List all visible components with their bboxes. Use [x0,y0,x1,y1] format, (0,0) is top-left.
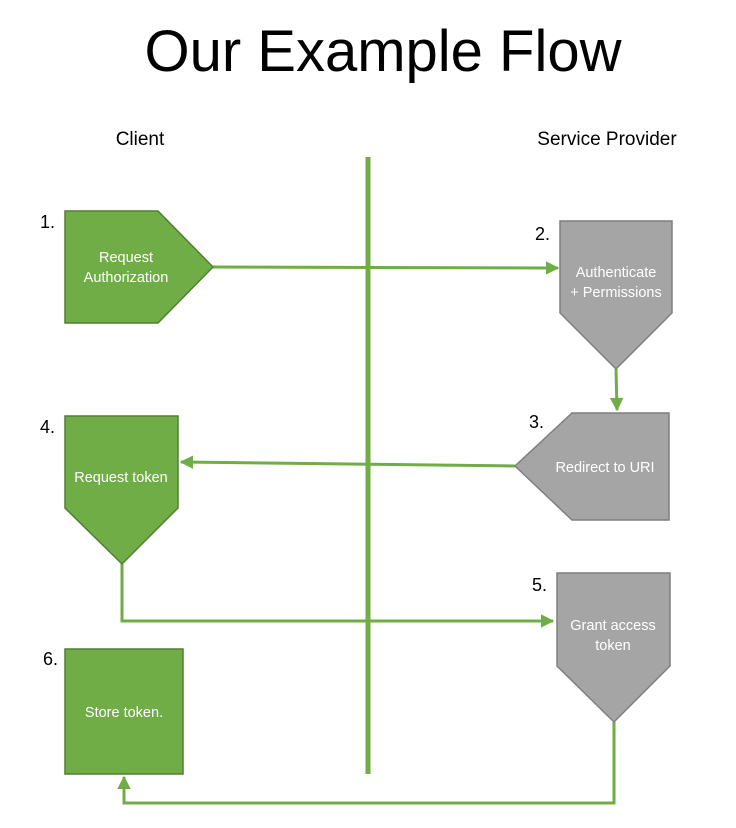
step-label: Authorization [84,270,169,286]
flow-step: 2. Authenticate + Permissions [535,220,673,371]
step-label: token [595,638,630,654]
diagram-title: Our Example Flow [144,19,622,84]
step-shape-pentagon-down [559,220,673,371]
connector-arrow [212,261,560,275]
step-shape-pentagon-left [513,412,670,521]
step-number: 5. [532,575,547,595]
connectors [117,261,624,805]
step-number: 6. [43,649,58,669]
step-label: Request token [74,470,168,486]
step-label: Grant access [570,618,655,634]
step-number: 3. [529,412,544,432]
step-number: 2. [535,224,550,244]
flow-step: 6. Store token. [43,648,184,775]
step-label: Redirect to URI [555,460,654,476]
step-shape-pentagon-down [64,415,179,566]
column-header-service-provider: Service Provider [537,129,677,150]
step-shape-rectangle [64,648,184,775]
step-label: Store token. [85,705,163,721]
step-number: 1. [40,212,55,232]
step-shape-pentagon-down [556,572,671,724]
step-label: Request [99,250,153,266]
column-header-client: Client [116,129,165,150]
flow-step: 5. Grant access token [532,572,671,724]
step-shape-pentagon-right [64,210,215,324]
connector-arrow [179,455,516,469]
connector-arrow [117,722,616,805]
connector-arrow [609,368,624,412]
step-number: 4. [40,417,55,437]
flow-step: 4. Request token [40,415,179,566]
step-label: Authenticate [576,265,657,281]
step-label: + Permissions [570,285,661,301]
connector-arrow [120,564,555,628]
flow-step: 3. Redirect to URI [513,412,670,521]
